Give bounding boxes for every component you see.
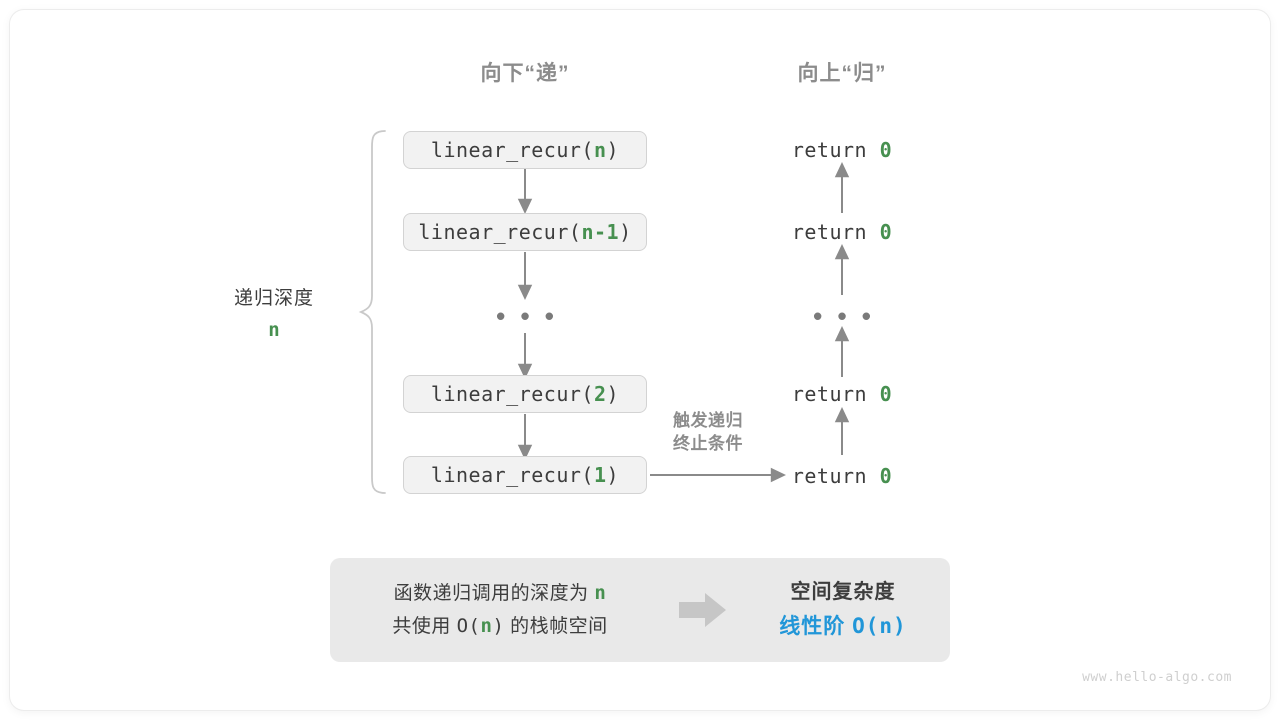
- complexity-value-mono: O(n): [852, 613, 907, 638]
- return-label-1: return 0: [792, 138, 892, 162]
- right-arrow-icon: [679, 593, 726, 627]
- ellipsis-left: • • •: [496, 301, 558, 331]
- call-box-name: linear_recur(: [430, 463, 594, 487]
- summary-line2-text: 共使用: [392, 616, 457, 637]
- call-box-close: ): [606, 463, 620, 487]
- summary-line2-bigo-open: O(: [456, 615, 481, 637]
- return-label-4: return 0: [792, 464, 892, 488]
- return-keyword: return: [791, 220, 880, 244]
- call-box-arg: n: [593, 138, 607, 162]
- call-box-name: linear_recur(: [430, 138, 594, 162]
- call-box-close: ): [606, 382, 620, 406]
- base-case-note-line2: 终止条件: [673, 433, 743, 453]
- watermark: www.hello-algo.com: [1082, 670, 1232, 685]
- depth-label-text: 递归深度: [233, 288, 315, 309]
- complexity-value: 线性阶 O(n): [736, 609, 950, 645]
- call-box-arg: 1: [593, 463, 607, 487]
- complexity-title: 空间复杂度: [790, 580, 896, 603]
- call-box-n-minus-1: linear_recur(n-1): [403, 213, 647, 251]
- summary-line2-var: n: [480, 615, 493, 637]
- return-label-3: return 0: [792, 382, 892, 406]
- header-downward: 向下“递”: [480, 62, 570, 85]
- summary-line1-var: n: [594, 581, 607, 604]
- summary-right-text: 空间复杂度 线性阶 O(n): [736, 576, 950, 645]
- call-box-1: linear_recur(1): [403, 456, 647, 494]
- call-box-n: linear_recur(n): [403, 131, 647, 169]
- call-box-2: linear_recur(2): [403, 375, 647, 413]
- return-label-2: return 0: [792, 220, 892, 244]
- call-box-arg: n-1: [581, 220, 620, 244]
- summary-line1-text: 函数递归调用的深度为: [393, 582, 595, 604]
- base-case-note: 触发递归 终止条件: [673, 410, 743, 456]
- return-keyword: return: [791, 138, 880, 162]
- recursion-depth-label: 递归深度 n: [234, 283, 314, 341]
- depth-label-value: n: [268, 319, 280, 341]
- summary-line-2: 共使用 O(n) 的栈帧空间: [330, 610, 670, 643]
- call-box-close: ): [619, 220, 632, 244]
- complexity-value-text: 线性阶: [779, 614, 853, 638]
- summary-line-1: 函数递归调用的深度为 n: [330, 577, 670, 610]
- summary-line2-post: 的栈帧空间: [504, 616, 608, 637]
- call-box-arg: 2: [593, 382, 607, 406]
- call-box-close: ): [606, 138, 620, 162]
- return-value: 0: [879, 220, 893, 244]
- call-box-name: linear_recur(: [430, 382, 594, 406]
- summary-left-text: 函数递归调用的深度为 n 共使用 O(n) 的栈帧空间: [330, 577, 670, 644]
- return-keyword: return: [791, 382, 880, 406]
- return-value: 0: [879, 138, 893, 162]
- base-case-note-line1: 触发递归: [673, 411, 743, 430]
- return-value: 0: [879, 464, 893, 488]
- return-keyword: return: [791, 464, 880, 488]
- return-value: 0: [879, 382, 893, 406]
- summary-line2-bigo-close: ): [492, 615, 505, 637]
- summary-panel: 函数递归调用的深度为 n 共使用 O(n) 的栈帧空间 空间复杂度 线性阶 O(…: [330, 558, 950, 662]
- summary-arrow-container: [670, 592, 736, 628]
- header-upward: 向上“归”: [797, 62, 887, 85]
- call-box-name: linear_recur(: [418, 220, 582, 244]
- ellipsis-right: • • •: [813, 301, 875, 331]
